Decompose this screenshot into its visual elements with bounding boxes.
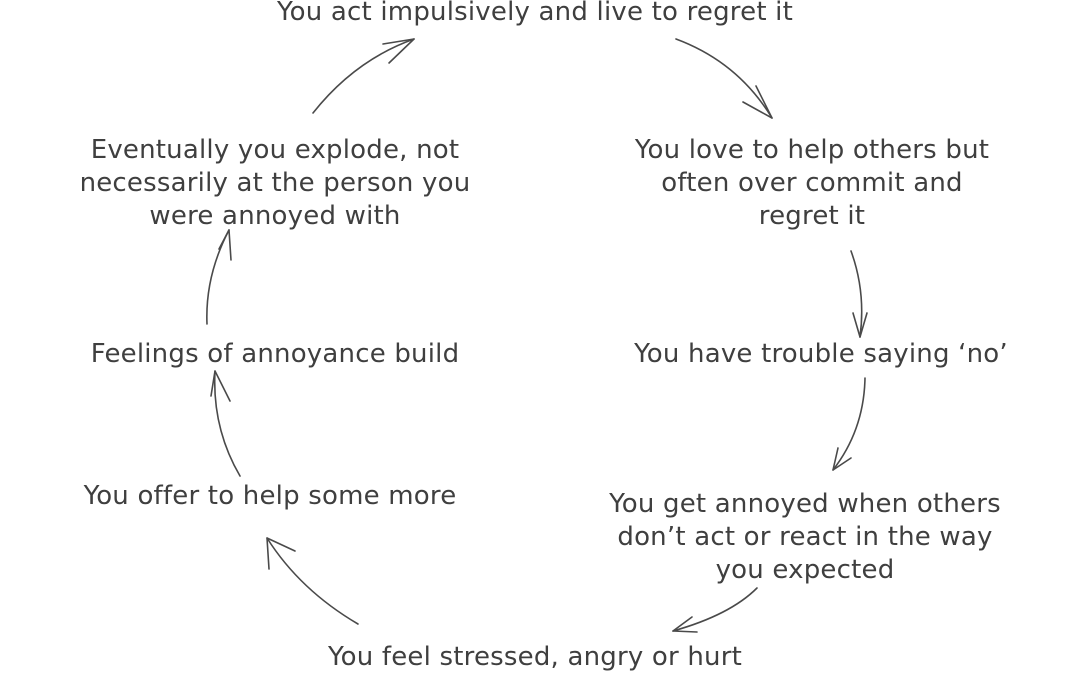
node-line: You act impulsively and live to regret i… [277, 0, 793, 27]
node-line: regret it [758, 201, 866, 231]
arrow-annoyed-to-stressed [672, 587, 758, 633]
arrow-head [672, 616, 698, 633]
node-act-impulsively: You act impulsively and live to regret i… [277, 0, 793, 29]
arrow-explode-to-act [312, 38, 415, 114]
arrow-head [742, 85, 773, 119]
arrow-head [266, 537, 296, 570]
arrow-shaft [832, 377, 866, 471]
arrow-shaft [850, 250, 863, 338]
node-line: Feelings of annoyance build [90, 339, 460, 369]
arrow-shaft [675, 38, 773, 119]
node-line: You have trouble saying ‘no’ [634, 339, 1008, 369]
arrow-head [382, 38, 415, 64]
node-line: were annoyed with [149, 201, 401, 231]
node-line: often over commit and [661, 168, 963, 198]
arrow-shaft [213, 370, 241, 477]
arrow-stressed-to-offer [266, 537, 359, 625]
node-get-annoyed: You get annoyed when others don’t act or… [609, 488, 1001, 587]
arrow-shaft [312, 38, 415, 114]
arrow-shaft [206, 229, 230, 325]
arrow-help-to-no [850, 250, 868, 338]
node-explode: Eventually you explode, not necessarily … [80, 134, 471, 233]
node-line: You love to help others but [634, 135, 990, 165]
node-line: don’t act or react in the way [617, 522, 993, 552]
arrow-head [218, 229, 232, 261]
arrow-shaft [672, 587, 758, 632]
arrow-annoyance-to-explode [206, 229, 232, 325]
node-line: you expected [715, 555, 895, 585]
node-line: You get annoyed when others [609, 489, 1001, 519]
node-annoyance-build: Feelings of annoyance build [91, 338, 460, 371]
arrow-no-to-annoyed [832, 377, 866, 471]
node-feel-stressed: You feel stressed, angry or hurt [328, 641, 742, 674]
node-offer-to-help: You offer to help some more [84, 480, 457, 513]
node-trouble-saying-no: You have trouble saying ‘no’ [634, 338, 1008, 371]
node-line: You offer to help some more [83, 481, 457, 511]
arrow-act-to-help [675, 38, 773, 119]
arrow-head [832, 447, 852, 471]
arrow-offer-to-annoyance [210, 370, 241, 477]
arrow-shaft [266, 537, 359, 625]
node-line: You feel stressed, angry or hurt [327, 642, 743, 672]
node-line: Eventually you explode, not [90, 135, 460, 165]
node-line: necessarily at the person you [79, 168, 471, 198]
node-love-to-help: You love to help others but often over c… [635, 134, 989, 233]
arrow-head [210, 370, 231, 402]
arrow-head [852, 312, 868, 338]
